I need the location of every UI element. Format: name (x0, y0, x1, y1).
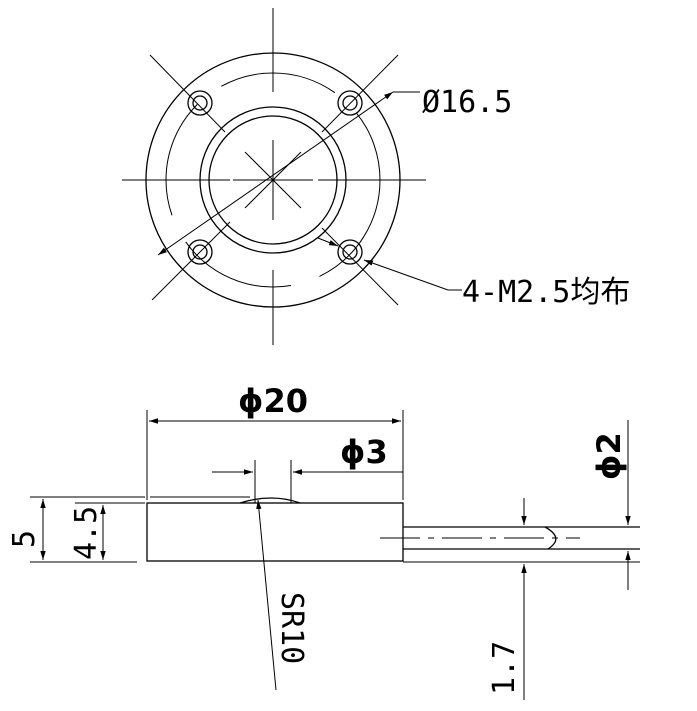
outer-dia-label: ϕ20 (238, 382, 308, 420)
height-total-label: 5 (7, 530, 42, 548)
hole-centerline-bl (151, 221, 231, 301)
cable-break-mark (544, 526, 557, 550)
flange-outer-circle (145, 52, 401, 308)
hole-centerline-br (321, 227, 399, 306)
sphere-radius-label: SR10 (274, 592, 309, 664)
holes-leader-arrow-2 (363, 259, 449, 291)
bolt-circle-dim-line (157, 91, 394, 256)
cable-offset-label: 1.7 (487, 641, 522, 695)
holes-spec-label: 4-M2.5均布 (462, 275, 630, 310)
mounting-hole-tl (187, 90, 213, 116)
hole-centerline-tr (321, 54, 399, 133)
cable-dia-label: ϕ2 (590, 432, 628, 480)
bolt-circle-dia-label: Ø16.5 (422, 85, 512, 120)
button-dia-label: ϕ3 (340, 433, 388, 471)
mounting-hole-br (337, 239, 363, 265)
side-view: ϕ20 ϕ3 5 4.5 SR10 ϕ2 1.7 (7, 382, 640, 700)
height-body-label: 4.5 (69, 506, 104, 560)
top-view: Ø16.5 4-M2.5均布 (122, 8, 630, 345)
holes-leader-arrow-1 (317, 237, 339, 247)
button-dome (239, 497, 301, 504)
sphere-radius-leader (256, 499, 277, 691)
body-outline (146, 502, 404, 562)
